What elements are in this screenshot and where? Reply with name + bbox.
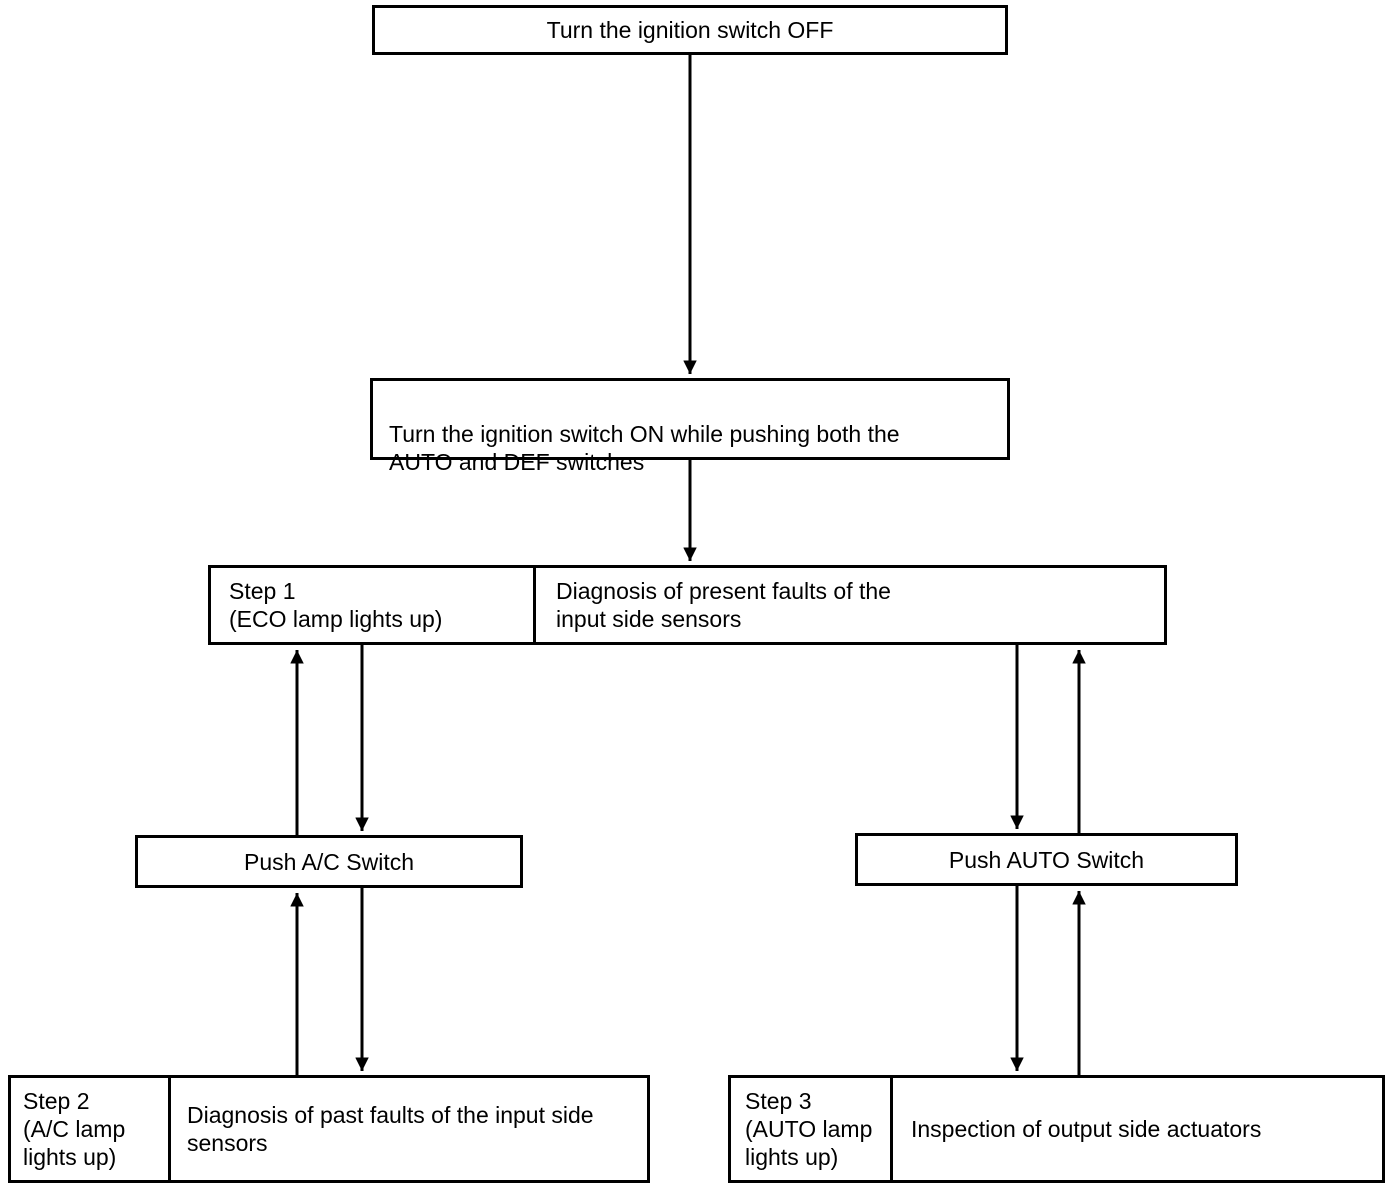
node-ignition-on-label: Turn the ignition switch ON while pushin… (389, 421, 900, 475)
node-ignition-off: Turn the ignition switch OFF (372, 5, 1008, 55)
node-step2-description: Diagnosis of past faults of the input si… (171, 1078, 647, 1180)
node-step3-description: Inspection of output side actuators (893, 1078, 1382, 1180)
node-step1: Step 1 (ECO lamp lights up) Diagnosis of… (208, 565, 1167, 645)
node-step2-title: Step 2 (A/C lamp lights up) (11, 1078, 171, 1180)
node-step3-title-text: Step 3 (AUTO lamp lights up) (745, 1088, 873, 1170)
node-step3-description-text: Inspection of output side actuators (911, 1116, 1262, 1142)
node-step3-title: Step 3 (AUTO lamp lights up) (731, 1078, 893, 1180)
node-ignition-on: Turn the ignition switch ON while pushin… (370, 378, 1010, 475)
node-push-ac-switch: Push A/C Switch (135, 835, 523, 888)
node-step2-title-text: Step 2 (A/C lamp lights up) (23, 1088, 126, 1170)
node-ignition-off-label: Turn the ignition switch OFF (546, 17, 834, 43)
node-step1-description-text: Diagnosis of present faults of the input… (556, 578, 891, 632)
node-step3: Step 3 (AUTO lamp lights up) Inspection … (728, 1075, 1385, 1183)
node-push-ac-switch-label: Push A/C Switch (243, 848, 415, 875)
node-push-auto-switch: Push AUTO Switch (855, 833, 1238, 886)
node-step1-title: Step 1 (ECO lamp lights up) (211, 568, 536, 642)
node-push-auto-switch-label: Push AUTO Switch (948, 846, 1145, 873)
node-step1-description: Diagnosis of present faults of the input… (536, 568, 1164, 642)
node-step2-description-text: Diagnosis of past faults of the input si… (187, 1102, 594, 1156)
node-step1-title-text: Step 1 (ECO lamp lights up) (229, 578, 443, 632)
node-step2: Step 2 (A/C lamp lights up) Diagnosis of… (8, 1075, 650, 1183)
